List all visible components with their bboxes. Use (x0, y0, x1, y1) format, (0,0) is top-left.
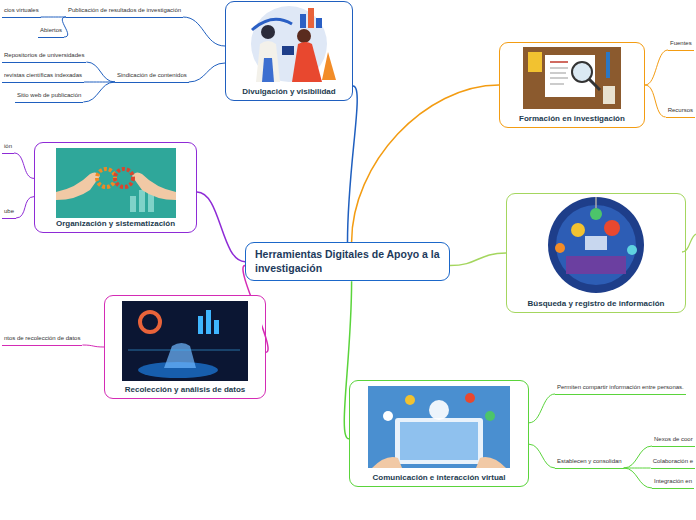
branch-connector (450, 253, 506, 266)
subtopic-text: Repositorios de universidades (4, 52, 84, 60)
subtopic-text: Colaboración e (653, 458, 693, 466)
main-topic-box: Formación en investigación (499, 42, 645, 128)
topic-title: Comunicación e interacción virtual (350, 473, 528, 483)
branch-connector (624, 468, 652, 488)
subtopic-node: Nexos de coor (652, 436, 695, 447)
branch-connector (197, 192, 245, 262)
branch-connector (352, 85, 499, 242)
subtopic-node: ube (2, 208, 16, 219)
subtopic-node: Colaboración e (651, 458, 695, 469)
box-ground (38, 142, 193, 233)
subtopic-text: Nexos de coor (654, 436, 693, 444)
branch-connector (82, 345, 104, 347)
subtopic-text: Sitio web de publicación (17, 92, 81, 100)
topic-title: Recolección y análisis de datos (105, 385, 265, 395)
main-topic-box: Recolección y análisis de datos (104, 295, 266, 399)
subtopic-text: cios virtuales (4, 7, 39, 15)
topic-title: Herramientas Digitales de Apoyo a la inv… (255, 248, 440, 275)
main-topic-box: Divulgación y visibilidad (225, 1, 353, 101)
branch-connector (348, 86, 358, 242)
branch-connector (624, 446, 652, 468)
topic-title: Búsqueda y registro de información (507, 299, 685, 309)
subtopic-text: revistas científicas indexadas (4, 72, 82, 80)
subtopic-text: Establecen y consolidan (557, 458, 622, 466)
main-topic-box: Comunicación e interacción virtual (349, 380, 529, 487)
subtopic-node: revistas científicas indexadas (2, 72, 84, 83)
subtopic-node: Recursos (666, 107, 695, 118)
subtopic-text: ntos de recolección de datos (4, 335, 80, 343)
subtopic-text: Abiertos (40, 27, 62, 35)
branch-connector (645, 50, 668, 85)
box-ground (353, 380, 525, 487)
subtopic-node: Establecen y consolidan (555, 458, 624, 469)
topic-title: Divulgación y visibilidad (226, 87, 352, 97)
branch-connector (529, 394, 555, 423)
communication-illustration (368, 386, 510, 468)
branch-connector (529, 444, 555, 468)
subtopic-node: Sitio web de publicación (15, 92, 83, 103)
subtopic-node: Integración en (652, 478, 694, 489)
branch-connector (14, 153, 34, 178)
subtopic-text: Integración en (654, 478, 692, 486)
branch-connector (86, 62, 115, 82)
branch-connector (62, 17, 67, 37)
subtopic-text: Sindicación de contenidos (117, 72, 187, 80)
branch-connector (16, 197, 34, 218)
data-collection-illustration (122, 301, 248, 381)
subtopic-text: ube (4, 208, 14, 216)
subtopic-node: ntos de recolección de datos (2, 335, 82, 346)
subtopic-node: Permiten compartir información entre per… (555, 384, 686, 395)
box-ground (229, 1, 349, 101)
branch-connector (344, 281, 351, 439)
dissemination-illustration (251, 6, 336, 82)
subtopic-node: Sindicación de contenidos (115, 72, 189, 83)
branch-connector (183, 17, 225, 46)
training-illustration (523, 47, 621, 109)
subtopic-text: ión (4, 143, 12, 151)
subtopic-text: Fuentes (670, 40, 692, 48)
subtopic-node: ión (2, 143, 14, 154)
branch-connector (41, 17, 66, 18)
main-topic-box: Búsqueda y registro de información (506, 193, 686, 313)
subtopic-node: Repositorios de universidades (2, 52, 86, 63)
box-ground (510, 193, 682, 313)
branch-connector (83, 82, 115, 102)
subtopic-node: cios virtuales (2, 7, 41, 18)
search-illustration (548, 197, 644, 293)
branch-connector (645, 85, 666, 117)
central-topic: Herramientas Digitales de Apoyo a la inv… (245, 242, 450, 281)
organization-illustration (56, 148, 176, 218)
subtopic-text: Permiten compartir información entre per… (557, 384, 684, 392)
branch-line (682, 234, 696, 252)
subtopic-node: Abiertos (38, 27, 64, 38)
branch-connector (189, 63, 225, 82)
main-topic-box: Organización y sistematización (34, 142, 197, 233)
subtopic-node: Publicación de resultados de investigaci… (66, 7, 183, 18)
subtopic-text: Publicación de resultados de investigaci… (68, 7, 181, 15)
subtopic-text: Recursos (668, 107, 693, 115)
box-ground (108, 295, 262, 399)
subtopic-node: Fuentes (668, 40, 694, 51)
topic-title: Formación en investigación (500, 114, 644, 124)
topic-title: Organización y sistematización (35, 219, 196, 229)
